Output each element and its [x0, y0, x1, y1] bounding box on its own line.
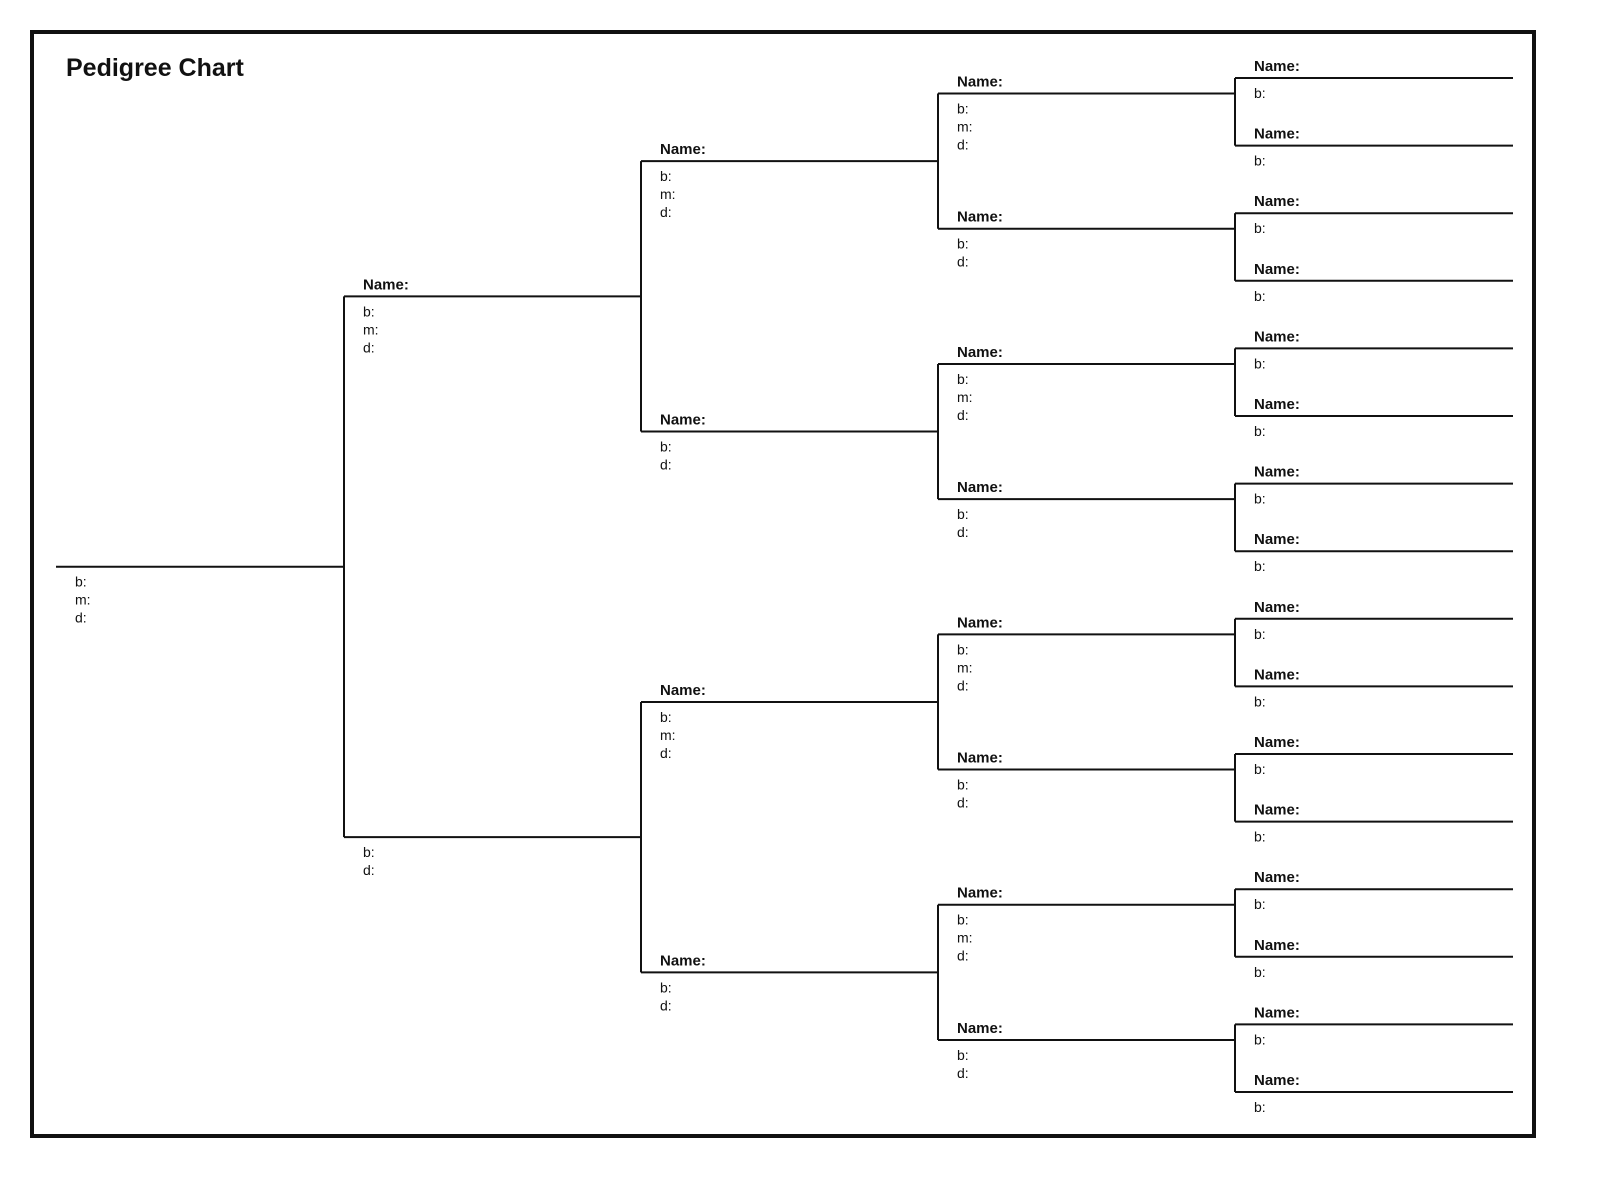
field-label-b: b: [1254, 626, 1266, 642]
field-label-m: m: [75, 592, 91, 608]
field-label-m: m: [957, 389, 973, 405]
field-label-b: b: [957, 641, 969, 657]
field-label-b: b: [1254, 558, 1266, 574]
field-label-b: b: [1254, 896, 1266, 912]
field-label-m: m: [363, 321, 379, 337]
field-label-b: b: [363, 844, 375, 860]
name-label: Name: [660, 412, 706, 429]
field-label-m: m: [957, 119, 973, 135]
name-label: Name: [957, 614, 1003, 631]
field-label-m: m: [957, 659, 973, 675]
field-label-m: m: [660, 727, 676, 743]
field-label-b: b: [957, 912, 969, 928]
field-label-b: b: [1254, 1031, 1266, 1047]
name-label: Name: [1254, 261, 1300, 278]
field-label-b: b: [1254, 153, 1266, 169]
name-label: Name: [957, 209, 1003, 226]
field-label-d: d: [957, 524, 969, 540]
chart-border [30, 30, 1536, 1138]
name-label: Name: [1254, 599, 1300, 616]
name-label: Name: [1254, 396, 1300, 413]
name-label: Name: [1254, 937, 1300, 954]
field-label-b: b: [1254, 491, 1266, 507]
field-label-b: b: [1254, 355, 1266, 371]
field-label-b: b: [660, 168, 672, 184]
field-label-d: d: [957, 407, 969, 423]
field-label-b: b: [957, 777, 969, 793]
field-label-b: b: [957, 371, 969, 387]
name-label: Name: [1254, 126, 1300, 143]
name-label: Name: [1254, 464, 1300, 481]
name-label: Name: [1254, 328, 1300, 345]
name-label: Name: [957, 74, 1003, 91]
field-label-b: b: [957, 506, 969, 522]
field-label-m: m: [957, 930, 973, 946]
name-label: Name: [1254, 1072, 1300, 1089]
name-label: Name: [1254, 869, 1300, 886]
field-label-b: b: [1254, 964, 1266, 980]
name-label: Name: [1254, 193, 1300, 210]
field-label-d: d: [363, 339, 375, 355]
field-label-m: m: [660, 186, 676, 202]
field-label-b: b: [660, 439, 672, 455]
name-label: Name: [957, 479, 1003, 496]
name-label: Name: [957, 344, 1003, 361]
name-label: Name: [957, 1020, 1003, 1037]
name-label: Name: [1254, 1004, 1300, 1021]
field-label-d: d: [660, 745, 672, 761]
field-label-b: b: [957, 236, 969, 252]
field-label-b: b: [660, 979, 672, 995]
field-label-b: b: [957, 101, 969, 117]
field-label-d: d: [660, 457, 672, 473]
field-label-b: b: [1254, 288, 1266, 304]
field-label-b: b: [75, 574, 87, 590]
name-label: Name: [1254, 734, 1300, 751]
name-label: Name: [660, 682, 706, 699]
field-label-b: b: [1254, 761, 1266, 777]
field-label-b: b: [1254, 220, 1266, 236]
name-label: Name: [660, 952, 706, 969]
name-label: Name: [957, 750, 1003, 767]
field-label-b: b: [1254, 829, 1266, 845]
field-label-b: b: [1254, 423, 1266, 439]
field-label-d: d: [957, 254, 969, 270]
field-label-d: d: [957, 677, 969, 693]
field-label-b: b: [1254, 693, 1266, 709]
name-label: Name: [363, 276, 409, 293]
field-label-b: b: [363, 303, 375, 319]
field-label-d: d: [957, 1065, 969, 1081]
name-label: Name: [1254, 666, 1300, 683]
name-label: Name: [1254, 531, 1300, 548]
name-label: Name: [957, 885, 1003, 902]
name-label: Name: [1254, 802, 1300, 819]
field-label-d: d: [363, 862, 375, 878]
field-label-d: d: [75, 610, 87, 626]
field-label-b: b: [660, 709, 672, 725]
name-label: Name: [1254, 58, 1300, 75]
field-label-d: d: [957, 795, 969, 811]
field-label-d: d: [660, 997, 672, 1013]
page-title: Pedigree Chart [66, 54, 244, 82]
field-label-d: d: [660, 204, 672, 220]
field-label-b: b: [957, 1047, 969, 1063]
field-label-d: d: [957, 948, 969, 964]
field-label-b: b: [1254, 85, 1266, 101]
field-label-b: b: [1254, 1099, 1266, 1115]
name-label: Name: [660, 141, 706, 158]
field-label-d: d: [957, 137, 969, 153]
